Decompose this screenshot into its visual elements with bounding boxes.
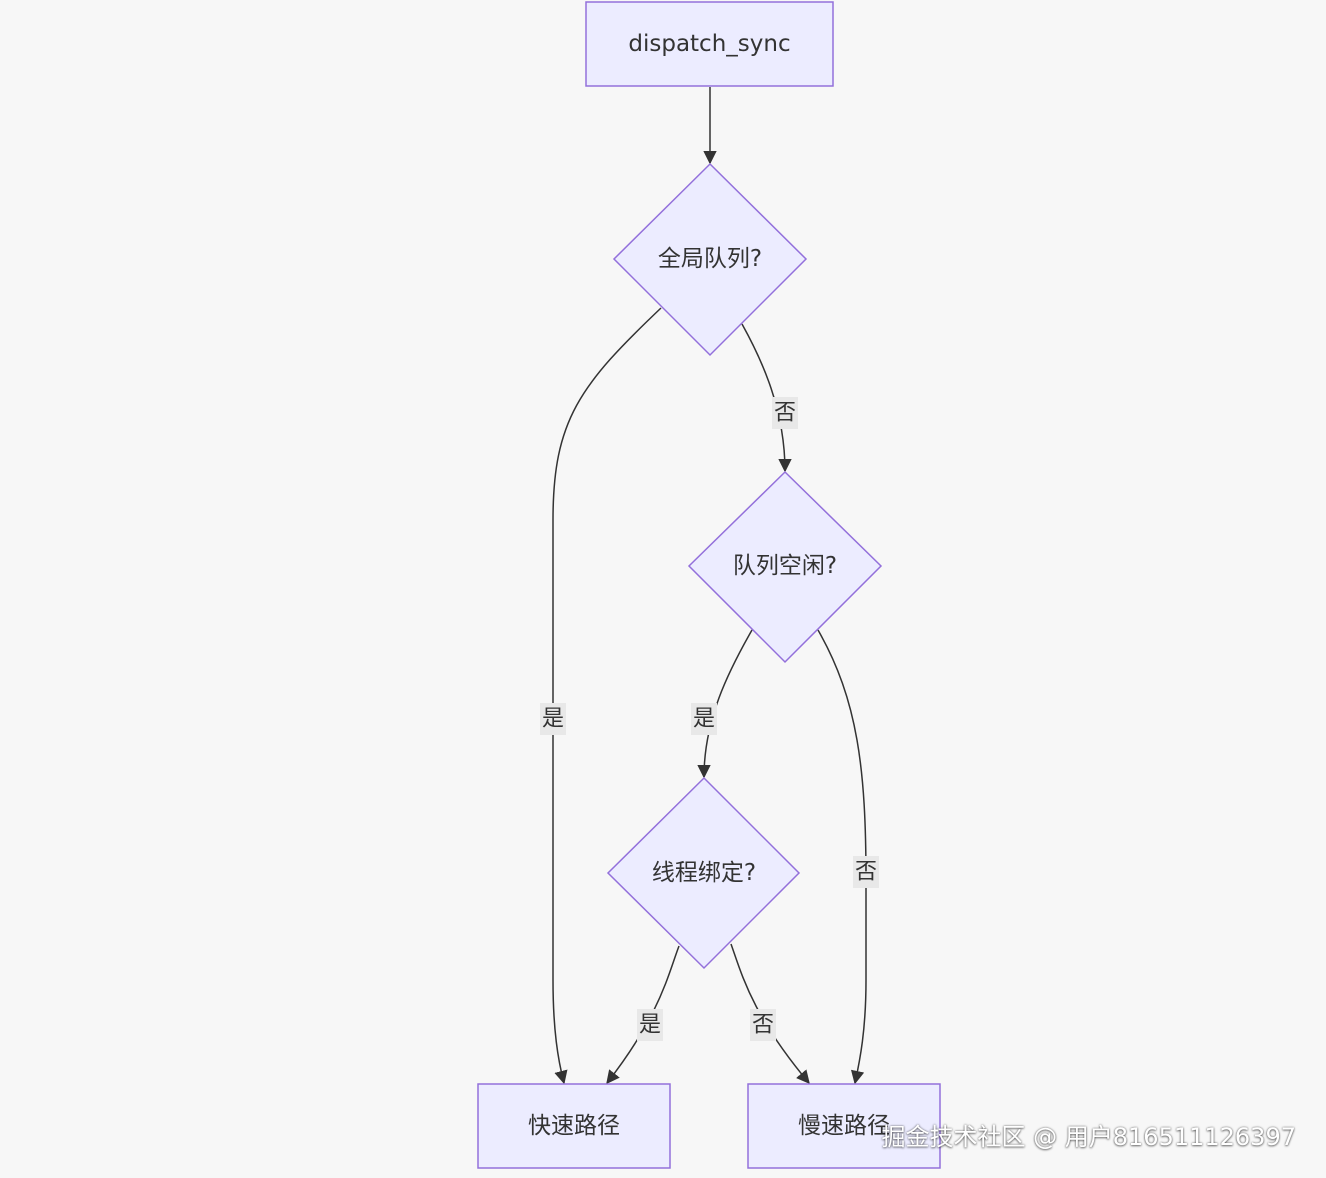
fast-path-node: 快速路径 bbox=[477, 1083, 671, 1169]
thread-bound-decision-label: 线程绑定? bbox=[652, 860, 756, 886]
svg-text:否: 否 bbox=[774, 401, 796, 426]
global-queue-decision: 全局队列? bbox=[612, 162, 808, 357]
svg-text:是: 是 bbox=[542, 707, 564, 732]
global-queue-decision-label: 全局队列? bbox=[658, 246, 762, 272]
svg-text:是: 是 bbox=[693, 707, 715, 732]
edge-idle-no bbox=[817, 629, 867, 1085]
edge-label-idle-yes: 是 bbox=[691, 703, 717, 735]
fast-path-node-label: 快速路径 bbox=[528, 1113, 620, 1139]
edge-label-bound-no: 否 bbox=[750, 1009, 776, 1041]
watermark: 掘金技术社区 @ 用户816511126397 bbox=[881, 1123, 1297, 1151]
edge-label-bound-yes: 是 bbox=[637, 1009, 663, 1041]
edge-label-global-yes: 是 bbox=[540, 703, 566, 735]
edge-idle-yes bbox=[697, 629, 753, 779]
queue-idle-decision-label: 队列空闲? bbox=[733, 553, 837, 579]
edge-global-yes bbox=[552, 307, 662, 1085]
svg-text:是: 是 bbox=[639, 1013, 661, 1038]
edge-bound-yes bbox=[606, 945, 680, 1085]
edge-global-no bbox=[741, 323, 792, 473]
edge-bound-no bbox=[730, 943, 810, 1085]
slow-path-node: 慢速路径 bbox=[747, 1083, 941, 1169]
edge-label-global-no: 否 bbox=[772, 397, 798, 429]
start-node-label: dispatch_sync bbox=[628, 31, 790, 57]
edge-label-idle-no: 否 bbox=[853, 856, 879, 888]
queue-idle-decision: 队列空闲? bbox=[687, 470, 883, 664]
start-node: dispatch_sync bbox=[585, 1, 834, 87]
slow-path-node-label: 慢速路径 bbox=[798, 1113, 890, 1139]
svg-text:否: 否 bbox=[855, 860, 877, 885]
svg-text:否: 否 bbox=[752, 1013, 774, 1038]
thread-bound-decision: 线程绑定? bbox=[606, 776, 801, 970]
